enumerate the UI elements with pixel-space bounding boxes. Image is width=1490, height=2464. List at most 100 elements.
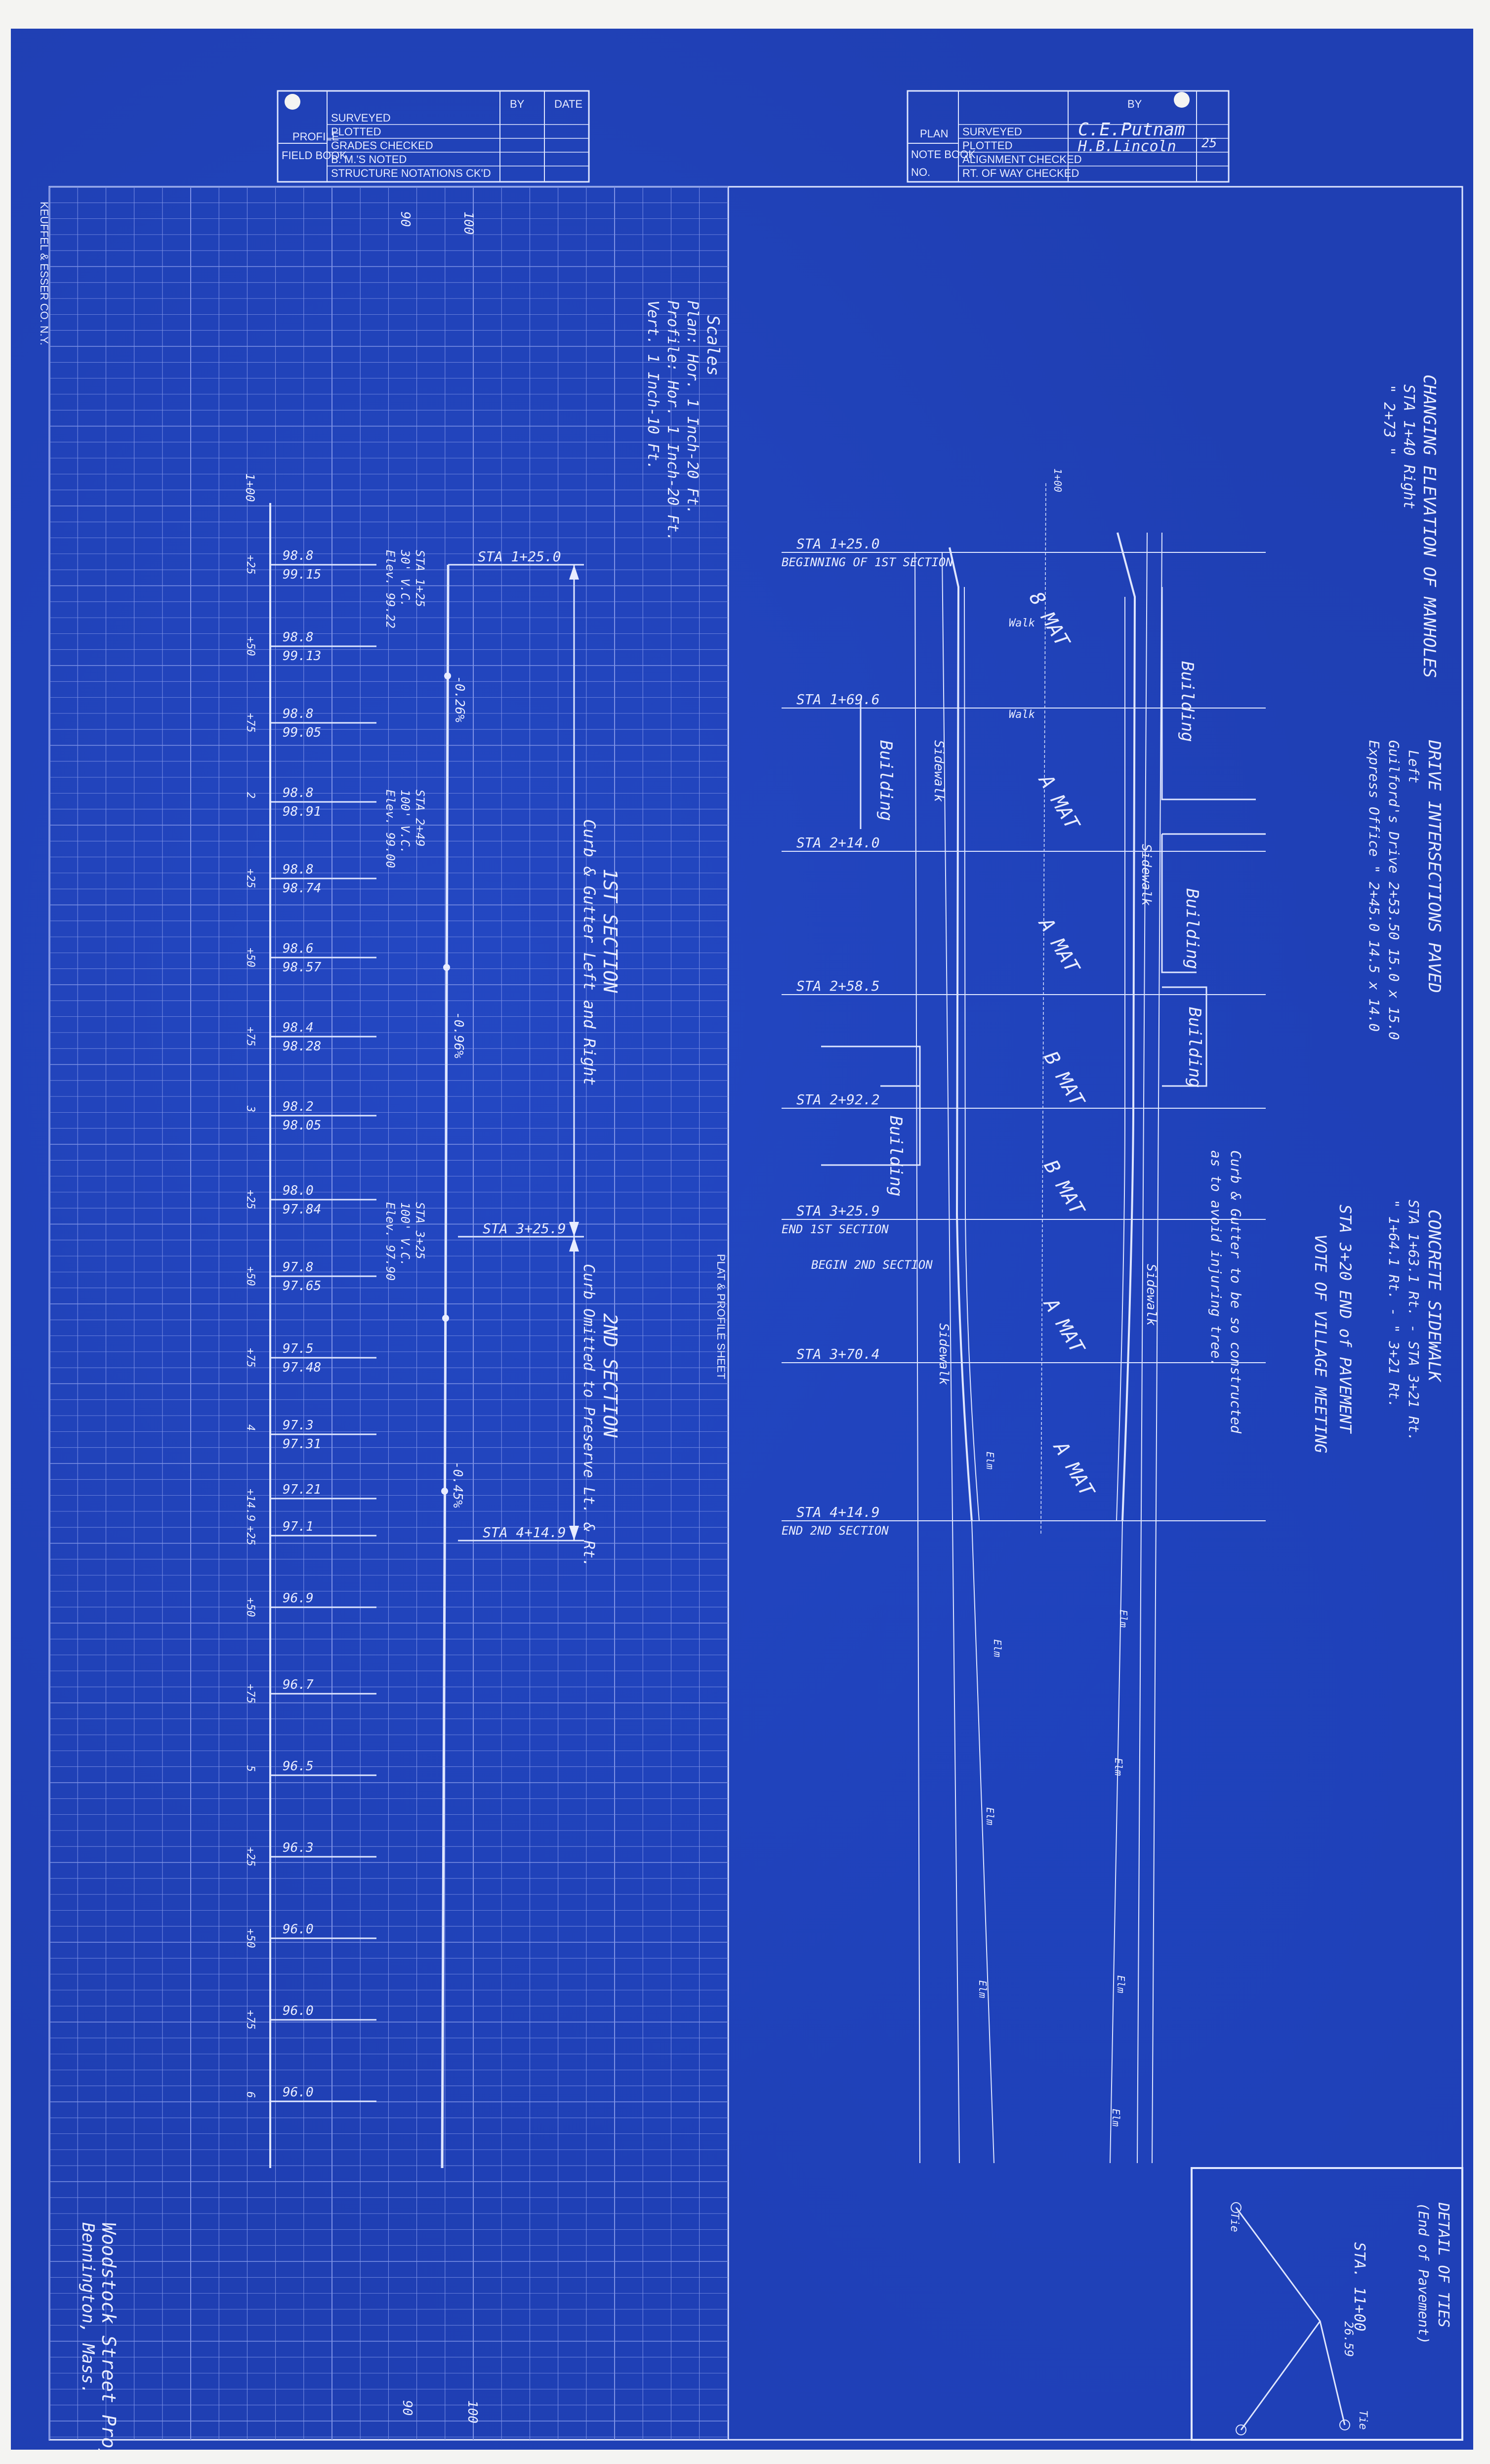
mat-label: A MAT bbox=[1038, 1293, 1089, 1358]
station-tick-label: +75 bbox=[244, 1684, 256, 1704]
plan-station-label: STA 1+69.6 bbox=[796, 691, 880, 708]
grade-pt-3 bbox=[442, 1315, 449, 1322]
elevation-lower: 98.91 bbox=[283, 804, 321, 819]
vc-3-line-3: Elev. 97.90 bbox=[383, 1202, 397, 1281]
section-1-arrow-bottom bbox=[569, 1222, 579, 1237]
profile-heading: PROFILE bbox=[292, 130, 339, 143]
mat-label: A MAT bbox=[1034, 913, 1084, 978]
sidewalk-label-1: Sidewalk bbox=[931, 740, 946, 802]
elm-3: Elm bbox=[1118, 1610, 1129, 1628]
station-tick-label: +25 bbox=[244, 1526, 256, 1545]
elm-4: Elm bbox=[984, 1807, 996, 1825]
binding-hole-left bbox=[285, 94, 300, 110]
section-2-note: Curb Omitted to Preserve Lt. & Rt. bbox=[580, 1264, 597, 1567]
tie-line-2 bbox=[1319, 2321, 1346, 2425]
station-tick-label: +25 bbox=[244, 1190, 256, 1210]
plan-signature-2: H.B.Lincoln bbox=[1077, 138, 1176, 155]
scales-title: Scales bbox=[703, 315, 723, 376]
profile-row-bms: B. M.'S NOTED bbox=[331, 153, 407, 166]
station-tick-label: +50 bbox=[244, 948, 256, 967]
station-tick-label: +50 bbox=[244, 1597, 256, 1617]
elevation-lower: 97.48 bbox=[283, 1360, 321, 1375]
sidewalk-label-3: Sidewalk bbox=[1144, 1264, 1159, 1326]
plan-station-sub: END 2ND SECTION bbox=[782, 1524, 889, 1538]
manholes-title: CHANGING ELEVATION OF MANHOLES bbox=[1419, 375, 1439, 678]
plan-sidewalk-right bbox=[1137, 532, 1148, 2164]
drives-title: DRIVE INTERSECTIONS PAVED bbox=[1424, 740, 1444, 993]
elm-2: Elm bbox=[992, 1639, 1003, 1657]
binding-hole-right bbox=[1174, 92, 1190, 108]
station-tick-label: +14.9 bbox=[244, 1489, 256, 1521]
profile-row-surveyed: SURVEYED bbox=[331, 112, 391, 124]
vc-1-line-1: STA 1+25 bbox=[413, 550, 427, 607]
elevation-upper: 97.8 bbox=[283, 1260, 314, 1275]
elevation-upper: 98.8 bbox=[283, 548, 314, 563]
concrete-sidewalk-title: CONCRETE SIDEWALK bbox=[1424, 1210, 1444, 1383]
elevation-upper: 98.8 bbox=[283, 630, 314, 645]
tie-label-1: Tie bbox=[1228, 2213, 1241, 2232]
building-label-4: Building bbox=[876, 740, 896, 821]
building-label-3: Building bbox=[1185, 1007, 1204, 1088]
ties-station: STA. 11+00 bbox=[1351, 2242, 1368, 2332]
profile-drawing: 90 100 90 100 Scales Plan: Hor. 1 Inch-2… bbox=[78, 211, 723, 2464]
axis-top-90: 90 bbox=[398, 211, 413, 227]
manholes-line-1: STA 1+40 Right bbox=[1400, 384, 1417, 509]
vc-2-line-3: Elev. 99.00 bbox=[383, 790, 397, 868]
elm-8: Elm bbox=[1110, 2109, 1122, 2127]
sidewalk-label-2: Sidewalk bbox=[1139, 844, 1154, 906]
elevation-upper: 97.21 bbox=[283, 1482, 321, 1497]
grade-pt-4 bbox=[441, 1488, 448, 1495]
grade-line bbox=[441, 565, 450, 2169]
plan-heading: PLAN bbox=[920, 127, 948, 140]
mat-label: A MAT bbox=[1048, 1436, 1099, 1502]
concrete-sidewalk-line-1: STA 1+63.1 Rt. - STA 3+21 Rt. bbox=[1406, 1200, 1422, 1441]
drawing-canvas: PROFILE FIELD BOOK BY DATE SURVEYED PLOT… bbox=[38, 90, 1463, 2464]
plan-station-label: STA 2+92.2 bbox=[796, 1091, 880, 1108]
plan-station-sub: BEGINNING OF 1ST SECTION bbox=[782, 555, 953, 569]
profile-sta-1: STA 1+25.0 bbox=[478, 548, 561, 565]
elevation-upper: 96.0 bbox=[283, 2004, 314, 2018]
elevation-upper: 96.9 bbox=[283, 1591, 314, 1606]
elevation-lower: 98.28 bbox=[283, 1039, 321, 1054]
elevation-lower: 98.74 bbox=[283, 881, 321, 896]
profile-grid bbox=[49, 186, 728, 2440]
plan-station-label: STA 1+25.0 bbox=[796, 536, 880, 552]
plan-title-block: PLAN NOTE BOOK NO. BY SURVEYED PLOTTED A… bbox=[907, 90, 1230, 183]
station-tick-label: 6 bbox=[244, 2091, 256, 2098]
mat-label: B MAT bbox=[1039, 1156, 1089, 1220]
plan-row-row: RT. OF WAY CHECKED bbox=[962, 167, 1079, 179]
plan-road-continuation-left bbox=[971, 1520, 994, 2164]
profile-title-block: PROFILE FIELD BOOK BY DATE SURVEYED PLOT… bbox=[277, 90, 590, 183]
elm-1: Elm bbox=[984, 1452, 996, 1469]
building-outline-1 bbox=[1161, 587, 1256, 800]
manholes-line-2: " 2+73 " bbox=[1380, 384, 1398, 456]
plan-col-by: BY bbox=[1127, 98, 1142, 110]
building-outline-3 bbox=[1162, 986, 1207, 1087]
axis-top-100: 100 bbox=[461, 211, 476, 235]
grade-label-1: -0.26% bbox=[452, 676, 467, 722]
section-2-arrow-bottom bbox=[569, 1526, 579, 1541]
ties-detail-border bbox=[1191, 2167, 1463, 2441]
plan-road-left-edge bbox=[949, 547, 973, 1521]
elevation-upper: 96.3 bbox=[283, 1840, 314, 1855]
plan-curb-left bbox=[964, 586, 980, 1521]
elevation-upper: 96.0 bbox=[283, 1922, 314, 1937]
station-tick-label: +75 bbox=[244, 2010, 256, 2030]
profile-row-plotted: PLOTTED bbox=[331, 125, 381, 138]
building-outline-5 bbox=[821, 1045, 921, 1166]
plan-row-surveyed: SURVEYED bbox=[962, 125, 1022, 138]
publisher-margin: KEUFFEL & ESSER CO. N.Y. bbox=[38, 202, 50, 345]
vc-1-line-3: Elev. 99.22 bbox=[383, 550, 397, 628]
plan-sidewalk-left-2 bbox=[942, 552, 960, 2164]
elevation-marks bbox=[270, 564, 376, 2102]
elevation-upper: 98.8 bbox=[283, 862, 314, 877]
elevation-lower: 97.84 bbox=[283, 1202, 321, 1217]
elevation-lower: 97.31 bbox=[283, 1437, 321, 1452]
station-ticks: +25+50+752+25+50+753+25+50+754+14.9+25+5… bbox=[244, 555, 256, 2098]
concrete-sidewalk-line-2: " 1+64.1 Rt. - " 3+21 Rt. bbox=[1386, 1200, 1402, 1408]
section-1-arrow-top bbox=[569, 565, 579, 580]
station-tick-label: +25 bbox=[244, 555, 256, 575]
note-book-label: NOTE BOOK bbox=[911, 148, 976, 161]
